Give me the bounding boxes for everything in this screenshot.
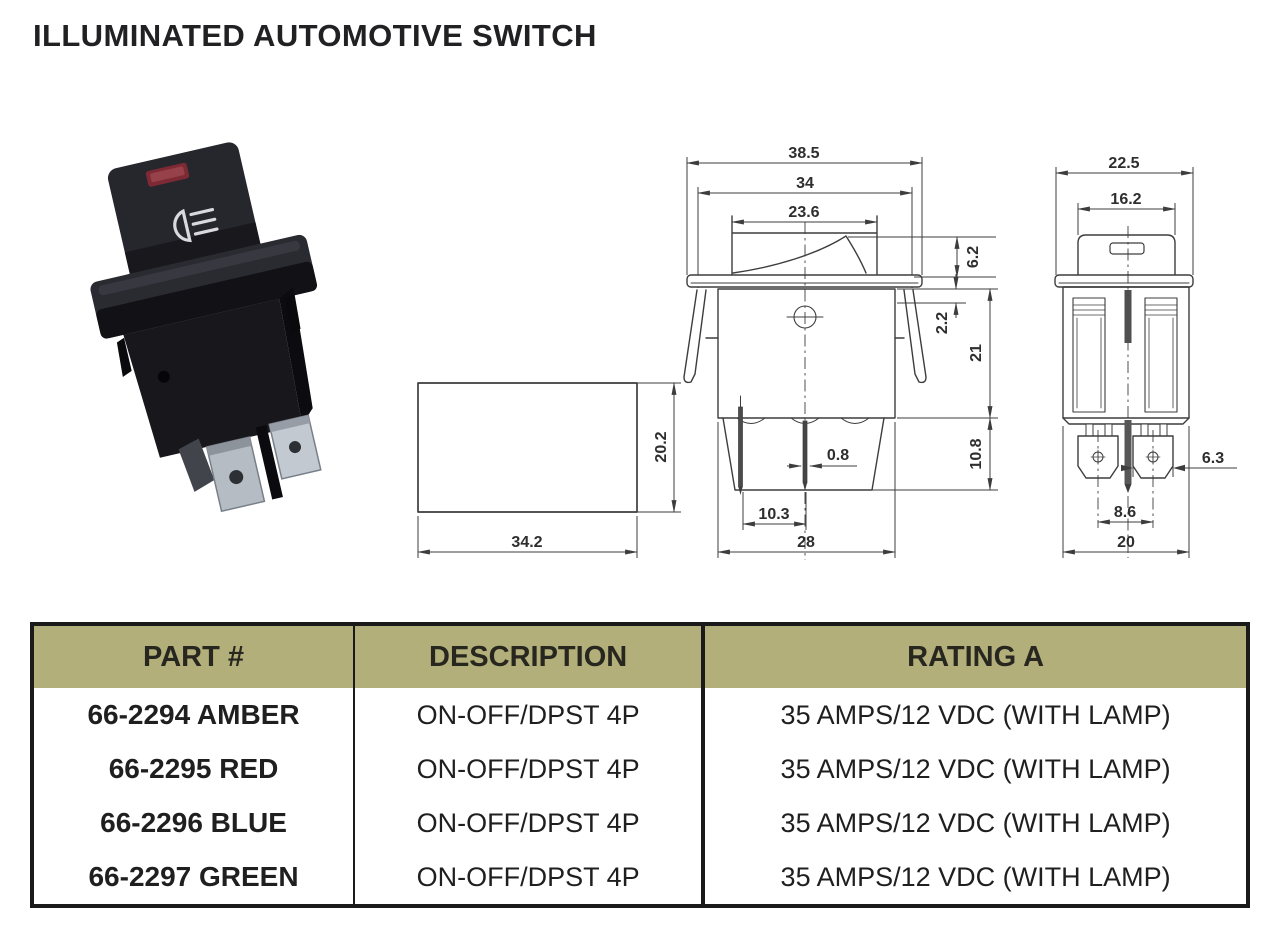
part-cell: 66-2295 RED bbox=[108, 753, 279, 784]
dim-end-terminal-spacing: 8.6 bbox=[1114, 504, 1136, 521]
table-row: 66-2295 RED ON-OFF/DPST 4P 35 AMPS/12 VD… bbox=[32, 742, 1248, 796]
description-cell: ON-OFF/DPST 4P bbox=[353, 742, 704, 796]
part-cell: 66-2294 AMBER bbox=[87, 699, 300, 730]
header-rating: RATING A bbox=[701, 624, 1248, 688]
mounting-clip bbox=[285, 293, 301, 334]
drawing-panel-cutout: 20.2 34.2 bbox=[416, 381, 681, 558]
dim-cutout-width: 34.2 bbox=[511, 534, 542, 551]
dim-side-terminal-length: 10.8 bbox=[968, 438, 985, 469]
dim-end-terminal-width: 6.3 bbox=[1202, 450, 1224, 467]
table-row: 66-2294 AMBER ON-OFF/DPST 4P 35 AMPS/12 … bbox=[32, 688, 1248, 742]
rating-cell: 35 AMPS/12 VDC (WITH LAMP) bbox=[701, 850, 1248, 906]
header-description: DESCRIPTION bbox=[353, 624, 704, 688]
spec-table: PART # DESCRIPTION RATING A 66-2294 AMBE… bbox=[30, 622, 1250, 908]
mounting-clip bbox=[116, 337, 132, 378]
headlight-icon bbox=[173, 207, 219, 243]
drawing-end-view: 22.5 16.2 bbox=[1054, 155, 1237, 558]
rocker-switch-photo bbox=[90, 142, 322, 513]
spade-terminals bbox=[178, 414, 322, 513]
dim-side-panel-step: 2.2 bbox=[934, 312, 951, 334]
switch-body bbox=[116, 287, 313, 458]
rating-cell: 35 AMPS/12 VDC (WITH LAMP) bbox=[701, 688, 1248, 742]
dim-side-rocker-height: 6.2 bbox=[965, 246, 982, 268]
dim-cutout-height: 20.2 bbox=[653, 431, 670, 462]
spec-table-header-row: PART # DESCRIPTION RATING A bbox=[32, 624, 1248, 688]
dim-side-body-width: 28 bbox=[797, 534, 815, 551]
rating-cell: 35 AMPS/12 VDC (WITH LAMP) bbox=[701, 742, 1248, 796]
table-row: 66-2297 GREEN ON-OFF/DPST 4P 35 AMPS/12 … bbox=[32, 850, 1248, 906]
rating-cell: 35 AMPS/12 VDC (WITH LAMP) bbox=[701, 796, 1248, 850]
dimension-drawings: 20.2 34.2 38.5 34 23.6 bbox=[395, 128, 1280, 580]
dim-side-upper-width: 34 bbox=[796, 175, 814, 192]
dim-side-terminal-thickness: 0.8 bbox=[827, 447, 849, 464]
page-title: ILLUMINATED AUTOMOTIVE SWITCH bbox=[33, 18, 597, 53]
dim-side-rocker-width: 23.6 bbox=[788, 204, 819, 221]
part-cell: 66-2296 BLUE bbox=[100, 807, 287, 838]
dim-side-terminal-offset: 10.3 bbox=[758, 506, 789, 523]
dim-end-flange-width: 22.5 bbox=[1108, 155, 1139, 172]
table-row: 66-2296 BLUE ON-OFF/DPST 4P 35 AMPS/12 V… bbox=[32, 796, 1248, 850]
switch-bezel bbox=[90, 234, 318, 339]
description-cell: ON-OFF/DPST 4P bbox=[353, 796, 704, 850]
product-photo bbox=[32, 116, 377, 521]
dim-end-body-width: 20 bbox=[1117, 534, 1135, 551]
description-cell: ON-OFF/DPST 4P bbox=[353, 688, 704, 742]
dim-end-rocker-width: 16.2 bbox=[1110, 191, 1141, 208]
drawing-side-view: 38.5 34 23.6 6.2 bbox=[683, 145, 998, 560]
dim-side-flange-width: 38.5 bbox=[788, 145, 819, 162]
description-cell: ON-OFF/DPST 4P bbox=[353, 850, 704, 906]
drawing-canvas: 20.2 34.2 38.5 34 23.6 bbox=[416, 145, 1237, 560]
dim-side-body-height: 21 bbox=[968, 344, 985, 362]
part-cell: 66-2297 GREEN bbox=[88, 861, 299, 892]
header-part: PART # bbox=[32, 624, 355, 688]
